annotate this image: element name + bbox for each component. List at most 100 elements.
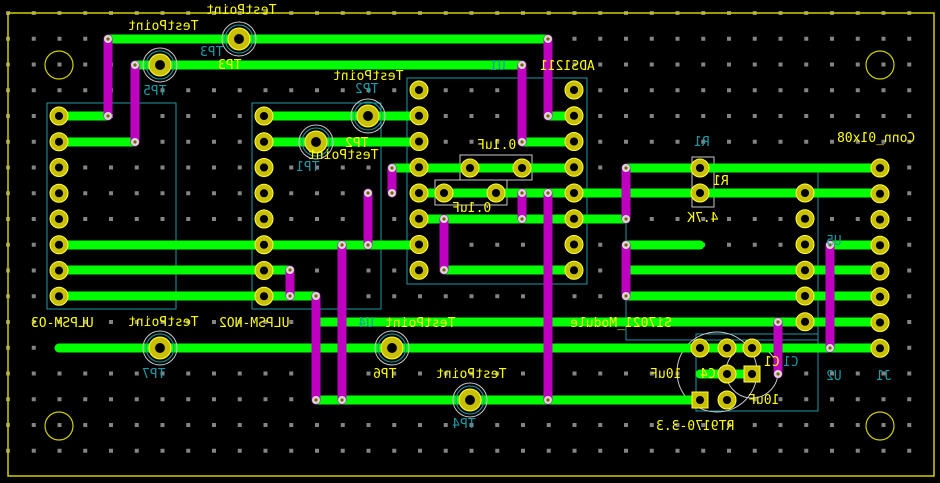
- j1-pad-drill: [875, 163, 885, 173]
- grid-dot: [752, 217, 757, 221]
- grid-dot: [624, 371, 628, 376]
- grid-dot: [855, 62, 860, 67]
- u4-fab-ref: U4: [358, 316, 374, 331]
- grid-dot: [881, 139, 886, 144]
- grid-dot: [237, 88, 242, 93]
- grid-dot: [881, 36, 886, 41]
- grid-dot: [134, 423, 139, 427]
- grid-dot: [778, 36, 783, 41]
- testpoint-pad-drill: [465, 395, 475, 405]
- c3-value-label: 0.1uF: [477, 138, 516, 153]
- grid-dot: [701, 36, 706, 41]
- via-drill: [366, 243, 370, 247]
- tp4-fab-ref: TP4: [452, 417, 476, 432]
- grid-dot: [598, 88, 603, 93]
- grid-dot: [727, 88, 731, 93]
- u1-pad-drill: [569, 240, 579, 249]
- grid-dot: [57, 320, 62, 324]
- grid-dot: [366, 165, 371, 170]
- grid-dot: [598, 371, 603, 376]
- grid-dot: [907, 345, 912, 350]
- grid-dot: [186, 88, 191, 93]
- grid-dot: [701, 114, 706, 118]
- grid-dot: [366, 371, 371, 376]
- testpoint-pad-drill: [234, 34, 244, 44]
- grid-dot: [340, 448, 345, 453]
- grid-dot: [443, 114, 448, 118]
- board-edge: [7, 12, 935, 477]
- grid-dot: [212, 88, 216, 93]
- grid-dot: [109, 423, 113, 427]
- grid-dot: [340, 423, 345, 427]
- grid-dot: [315, 217, 319, 221]
- grid-dot: [289, 88, 294, 93]
- grid-dot: [186, 139, 191, 144]
- grid-dot: [855, 88, 860, 93]
- j1-pad-drill: [875, 344, 885, 353]
- via-drill: [776, 372, 780, 376]
- j1-pad-drill: [875, 266, 885, 276]
- c2-pad-drill: [491, 188, 501, 198]
- grid-dot: [624, 139, 628, 144]
- grid-dot: [752, 36, 757, 41]
- u1-pad-drill: [414, 240, 424, 249]
- grid-dot: [649, 217, 654, 221]
- grid-dot: [855, 397, 860, 402]
- grid-dot: [752, 423, 757, 427]
- grid-dot: [727, 114, 731, 118]
- grid-dot: [109, 191, 113, 196]
- grid-dot: [881, 371, 886, 376]
- grid-dot: [237, 217, 242, 221]
- grid-dot: [83, 371, 88, 376]
- grid-dot: [804, 88, 809, 93]
- grid-dot: [649, 371, 654, 376]
- grid-dot: [907, 217, 912, 221]
- testpoint-ring: [374, 330, 410, 366]
- testpoint-courtyard: [301, 127, 331, 157]
- grid-dot: [727, 62, 731, 67]
- grid-dot: [546, 448, 551, 453]
- grid-dot: [263, 448, 268, 453]
- grid-dot: [572, 423, 577, 427]
- grid-dot: [598, 242, 603, 247]
- pads-layer: [49, 21, 890, 418]
- testpoint-ring: [221, 21, 257, 57]
- via-drill: [624, 217, 628, 221]
- via-drill: [106, 37, 110, 41]
- tp2-value-label: TestPoint: [333, 69, 403, 84]
- grid-dot: [237, 320, 242, 324]
- grid-dot: [855, 36, 860, 41]
- u4-pad-drill: [259, 266, 269, 275]
- grid-dot: [31, 294, 36, 299]
- u4-pad-drill: [259, 189, 269, 198]
- grid-dot: [546, 423, 551, 427]
- grid-dot: [469, 423, 474, 427]
- grid-dot: [881, 423, 886, 427]
- grid-dot: [31, 62, 36, 67]
- u1-pad-drill: [414, 85, 424, 95]
- u2-pad-drill: [722, 395, 732, 405]
- grid-dot: [778, 88, 783, 93]
- grid-dot: [160, 217, 165, 221]
- grid-dot: [134, 320, 139, 324]
- u1-pad-drill: [414, 214, 424, 223]
- tp6-ref-label: TP6: [373, 367, 396, 382]
- grid-dot: [830, 139, 834, 144]
- u1-pad-drill: [414, 188, 424, 198]
- grid-dot: [263, 371, 268, 376]
- grid-dot: [315, 191, 319, 196]
- grid-dot: [263, 320, 268, 324]
- tp5-value-label: TestPoint: [128, 19, 198, 34]
- grid-dot: [57, 371, 62, 376]
- via-drill: [288, 268, 292, 272]
- grid-dot: [778, 448, 783, 453]
- grid-dot: [443, 139, 448, 144]
- grid-dot: [186, 371, 191, 376]
- j1-pad-drill: [875, 292, 885, 301]
- via-drill: [520, 217, 524, 221]
- via-drill: [520, 140, 524, 144]
- grid-dot: [830, 36, 834, 41]
- grid-dot: [907, 62, 912, 67]
- via-drill: [106, 114, 110, 118]
